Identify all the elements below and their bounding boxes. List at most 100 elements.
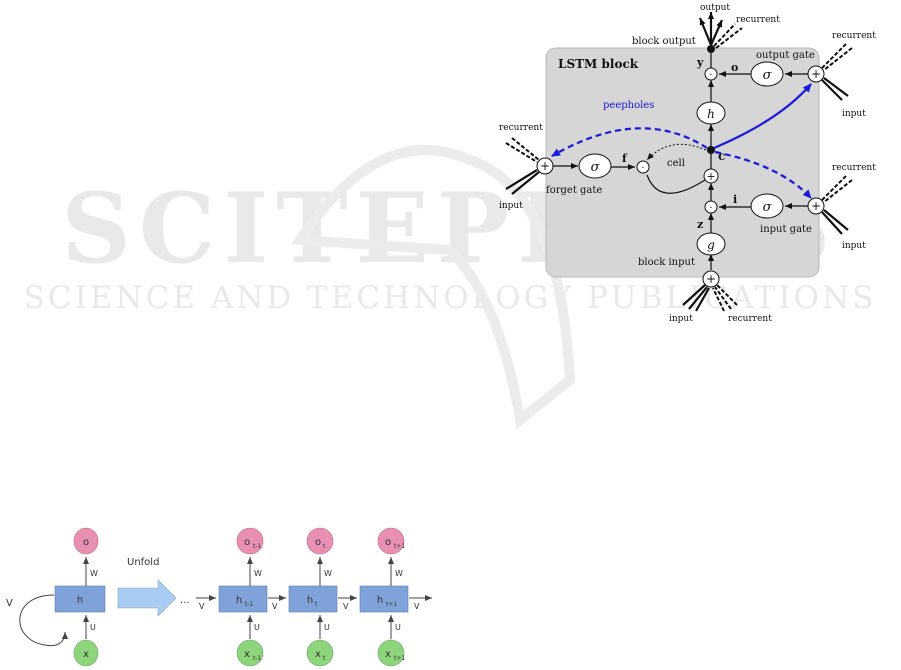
- input-node-x-t-minus-1: [236, 639, 264, 667]
- cell-sum-symbol: +: [706, 170, 715, 183]
- ellipsis-left: ...: [180, 595, 190, 606]
- input-gate-sigma: σ: [763, 200, 773, 215]
- v-label: V: [199, 602, 205, 611]
- subscript-t: t: [323, 655, 326, 662]
- cell-label: cell: [667, 158, 685, 169]
- x-symbol: x: [83, 649, 89, 660]
- u-label: U: [395, 623, 401, 632]
- recurrent-label: recurrent: [832, 163, 876, 173]
- output-gate-label: output gate: [756, 50, 815, 61]
- hidden-node-h-t-minus-1: [218, 585, 268, 613]
- subscript-t-minus-1: t-1: [253, 543, 262, 550]
- forget-gate-sum: [536, 157, 554, 175]
- input-arrow: [823, 77, 849, 97]
- forget-multiply-symbol: ·: [641, 163, 644, 174]
- output-node-o-t: [306, 527, 334, 555]
- input-label: input: [499, 201, 523, 211]
- peephole-output-gate: [713, 83, 812, 150]
- forget-gate-sigma: σ: [591, 160, 601, 175]
- peephole-input-gate: [714, 150, 812, 199]
- input-label: input: [842, 241, 866, 251]
- output-activation-h: [696, 101, 726, 125]
- subscript-t-plus-1: t+1: [394, 655, 405, 662]
- recurrent-in-arrow: [505, 142, 538, 163]
- input-label: input: [842, 109, 866, 119]
- input-gate-label: input gate: [760, 224, 812, 235]
- output-arrow: [709, 19, 724, 46]
- recurrent-label: recurrent: [736, 15, 780, 25]
- recurrent-out-arrow: [715, 27, 743, 49]
- forget-gate-sigmoid: [578, 153, 612, 179]
- w-label: W: [254, 569, 262, 578]
- recurrent-label: recurrent: [499, 123, 543, 133]
- cell-loop-solid: [646, 174, 709, 194]
- input-gate-sum-symbol: +: [811, 199, 821, 213]
- v-label: V: [6, 598, 13, 609]
- h-symbol: h: [77, 595, 83, 606]
- output-gate-sigmoid: [750, 61, 784, 87]
- block-output-label: block output: [632, 36, 696, 47]
- recurrent-in-arrow: [714, 286, 732, 310]
- o-symbol: o: [83, 537, 89, 548]
- recurrent-label: recurrent: [728, 314, 772, 324]
- output-node-o-t-plus-1: [377, 527, 405, 555]
- x-symbol: x: [385, 649, 391, 660]
- peepholes-label: peepholes: [603, 100, 654, 111]
- input-arrow: [682, 284, 706, 306]
- block-input-activation-g: [696, 232, 726, 256]
- w-label: W: [324, 569, 332, 578]
- input-arrow: [695, 287, 710, 312]
- w-label: W: [395, 569, 403, 578]
- output-gate-sum-symbol: +: [811, 67, 821, 81]
- input-arrow: [823, 209, 849, 231]
- y-label: y: [696, 56, 704, 69]
- h-symbol: h: [236, 595, 242, 606]
- u-label: U: [90, 623, 96, 632]
- subscript-t: t: [323, 543, 326, 550]
- input-multiply: [704, 200, 718, 214]
- hidden-node-h: [54, 585, 106, 613]
- unfold-arrow: [117, 579, 177, 617]
- subscript-t: t: [315, 601, 318, 608]
- output-node-o-t-minus-1: [236, 527, 264, 555]
- input-node-x-t: [306, 639, 334, 667]
- cell-loop-dotted: [646, 143, 707, 161]
- h-symbol: h: [377, 595, 383, 606]
- cell-state-node: [707, 146, 715, 154]
- input-node-x: [73, 639, 99, 667]
- hidden-node-h-t-plus-1: [359, 585, 409, 613]
- u-label: U: [324, 623, 330, 632]
- input-gate-sigmoid: [750, 193, 784, 219]
- u-label: U: [254, 623, 260, 632]
- i-label: i: [733, 193, 737, 206]
- v-label: V: [414, 602, 420, 611]
- o-label: o: [731, 61, 738, 74]
- recurrent-in-arrow: [712, 287, 725, 312]
- output-node: [707, 45, 715, 53]
- block-input-label: block input: [638, 257, 695, 268]
- o-symbol: o: [244, 537, 250, 548]
- hidden-node-h-t: [288, 585, 338, 613]
- input-arrow: [821, 211, 843, 235]
- subscript-t-plus-1: t+1: [394, 543, 405, 550]
- output-gate-sigma: σ: [763, 68, 773, 83]
- block-input-sum: [702, 270, 720, 288]
- forget-gate-label: forget gate: [546, 185, 602, 196]
- output-multiply: [704, 67, 718, 81]
- o-symbol: o: [315, 537, 321, 548]
- w-label: W: [90, 569, 98, 578]
- unfold-label: Unfold: [127, 557, 159, 568]
- self-loop-v: [19, 594, 68, 647]
- h-symbol: h: [307, 595, 313, 606]
- f-label: f: [622, 152, 628, 165]
- subscript-t-plus-1: t+1: [386, 601, 397, 608]
- recurrent-label: recurrent: [832, 31, 876, 41]
- output-gate-sum: [807, 65, 825, 83]
- input-multiply-symbol: ·: [709, 203, 712, 214]
- c-label: c: [718, 149, 725, 163]
- input-node-x-t-plus-1: [377, 639, 405, 667]
- block-input-sum-symbol: +: [706, 272, 716, 286]
- x-symbol: x: [315, 649, 321, 660]
- input-arrow: [821, 79, 843, 101]
